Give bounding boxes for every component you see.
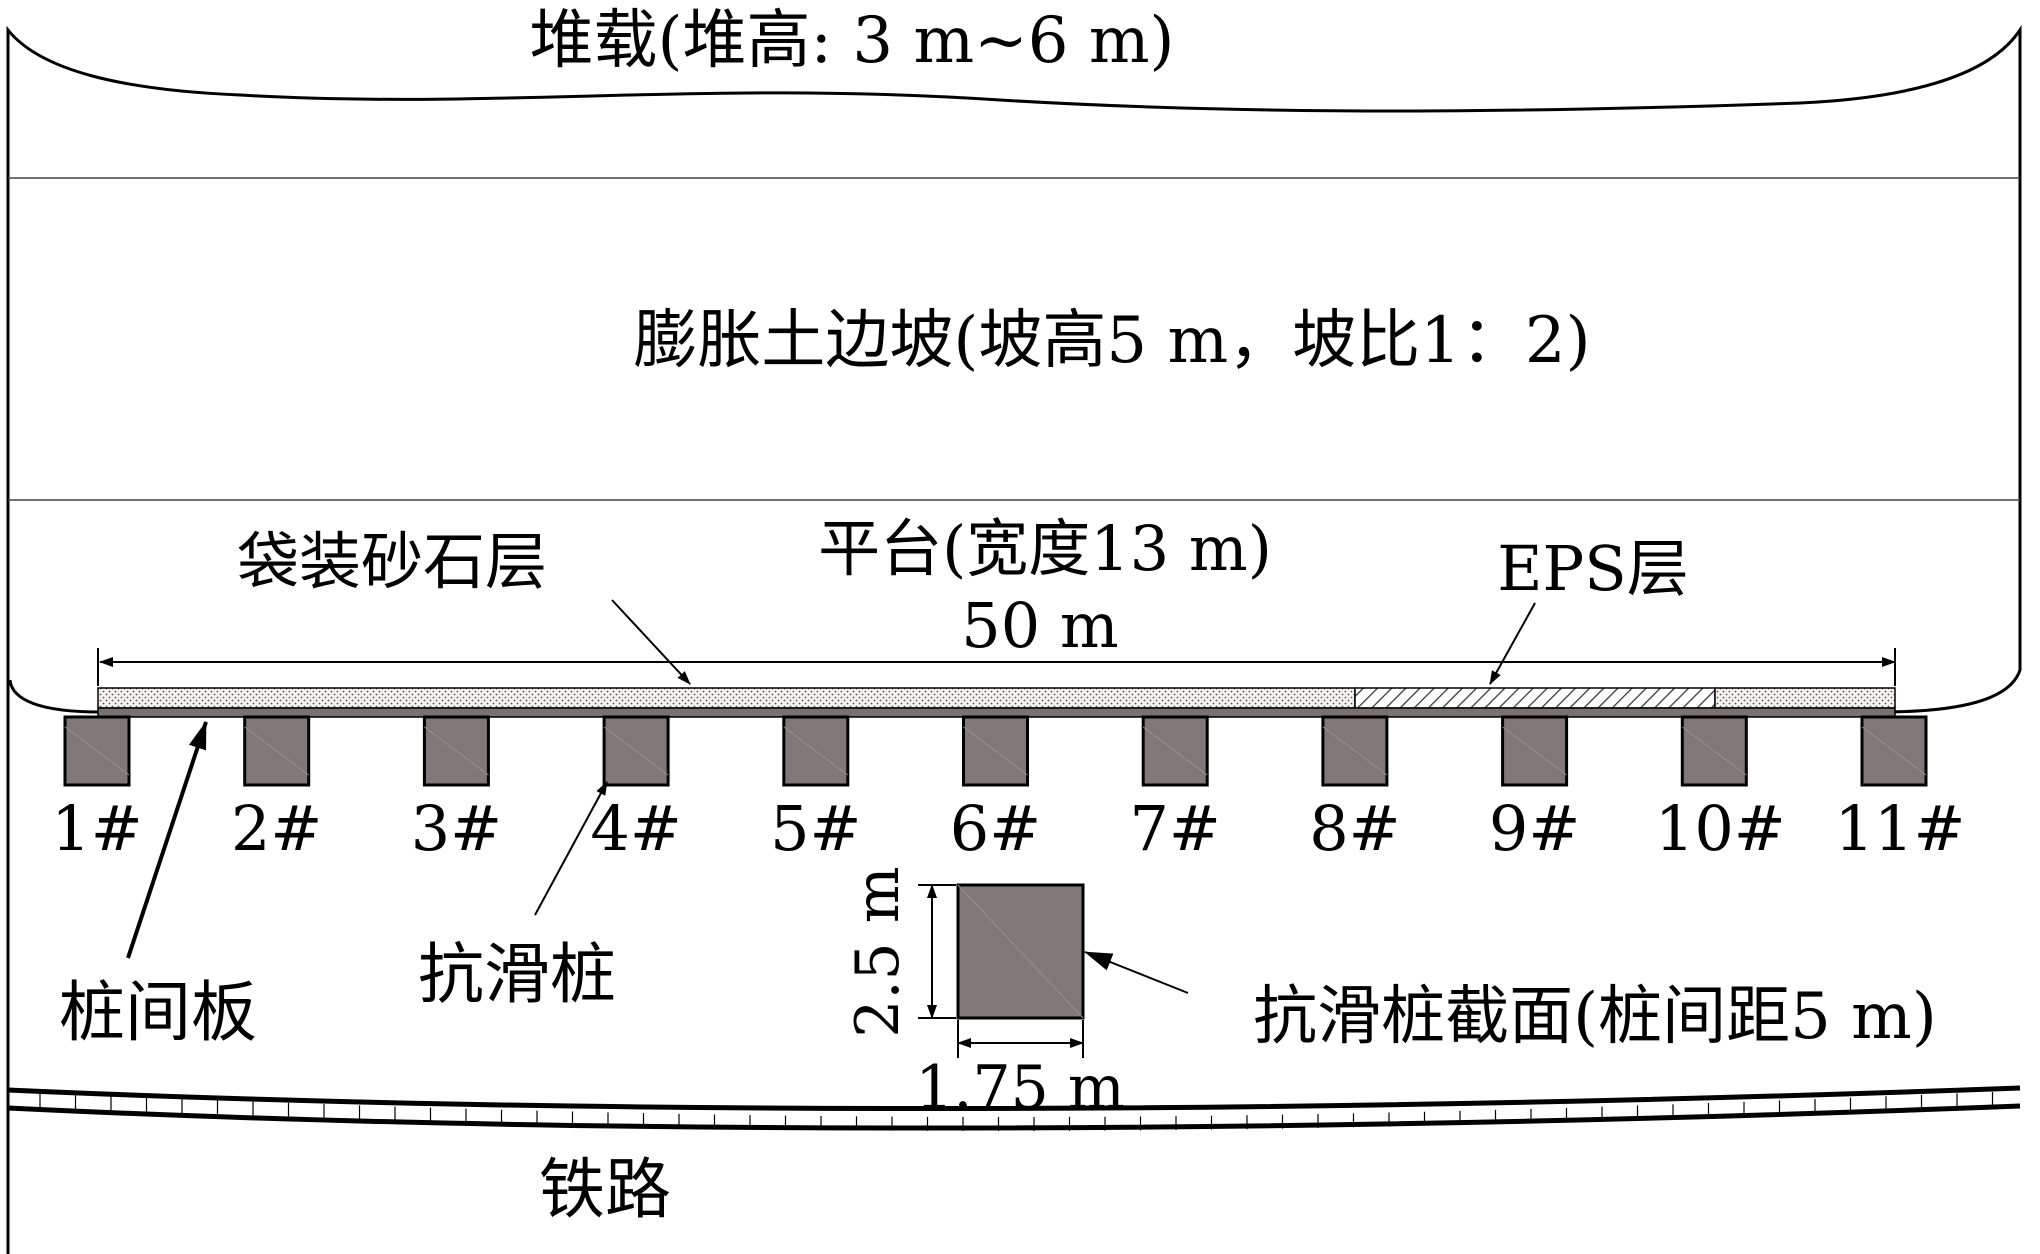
pile-6-shading — [963, 726, 1028, 776]
slope-outline — [6, 25, 2022, 1254]
railway-sleepers — [39, 1091, 1994, 1132]
pile-label-11: 11# — [1835, 792, 1966, 865]
platform-label: 平台(宽度13 m) — [818, 512, 1272, 585]
surcharge-label: 堆载(堆高: 3 m~6 m) — [530, 4, 1175, 78]
pile-2-shading — [244, 726, 310, 776]
lagging-plate-label: 桩间板 — [59, 974, 257, 1051]
pile-label-9: 9# — [1489, 792, 1580, 865]
pile-5-shading — [783, 726, 849, 776]
anti-slide-pile-label: 抗滑桩 — [418, 936, 616, 1013]
gravel-layer-leader — [611, 599, 691, 685]
pile-1-shading — [64, 726, 130, 776]
pile-9-shading — [1502, 726, 1567, 776]
pile-labels: 1# 2# 3# 4# 5# 6# 7# 8# 9# 10# 11# — [51, 792, 1965, 865]
railway-label: 铁路 — [539, 1151, 671, 1228]
pile-label-1: 1# — [51, 792, 142, 865]
eps-layer-leader — [1489, 602, 1536, 685]
span-dimension-label: 50 m — [961, 589, 1118, 662]
pile-label-10: 10# — [1655, 792, 1786, 865]
pile-7-shading — [1142, 726, 1208, 776]
pile-11-shading — [1861, 726, 1927, 776]
gravel-layer — [97, 687, 1356, 709]
pile-label-8: 8# — [1309, 792, 1400, 865]
pile-leader — [534, 781, 608, 916]
gravel-layer-right — [1714, 687, 1896, 709]
gravel-layer-label: 袋装砂石层 — [237, 525, 547, 598]
slope-label: 膨胀土边坡(坡高5 m，坡比1：2) — [633, 304, 1590, 378]
pile-11 — [1860, 715, 1928, 787]
lagging-plate-leader — [126, 721, 208, 959]
eps-layer — [1354, 687, 1716, 709]
pile-label-5: 5# — [770, 792, 861, 865]
pile-section-diagonal — [957, 884, 1084, 1019]
pile-section-label: 抗滑桩截面(桩间距5 m) — [1253, 980, 1937, 1054]
pile-label-6: 6# — [950, 792, 1041, 865]
pile-8-shading — [1322, 726, 1388, 776]
pile-section-leader — [1084, 951, 1189, 994]
railway-rail-top — [7, 1085, 2021, 1112]
section-height-label: 2.5 m — [843, 866, 913, 1037]
piles — [63, 715, 1928, 787]
pile-label-4: 4# — [590, 792, 681, 865]
pile-4-shading — [603, 726, 669, 776]
railway-rail-bottom — [7, 1103, 2021, 1131]
pile-label-2: 2# — [231, 792, 322, 865]
pile-3-shading — [424, 726, 489, 776]
pile-label-3: 3# — [411, 792, 502, 865]
section-width-label: 1.75 m — [915, 1053, 1125, 1123]
eps-layer-label: EPS层 — [1497, 532, 1688, 605]
pile-label-7: 7# — [1129, 792, 1220, 865]
pile-10-shading — [1682, 726, 1747, 776]
